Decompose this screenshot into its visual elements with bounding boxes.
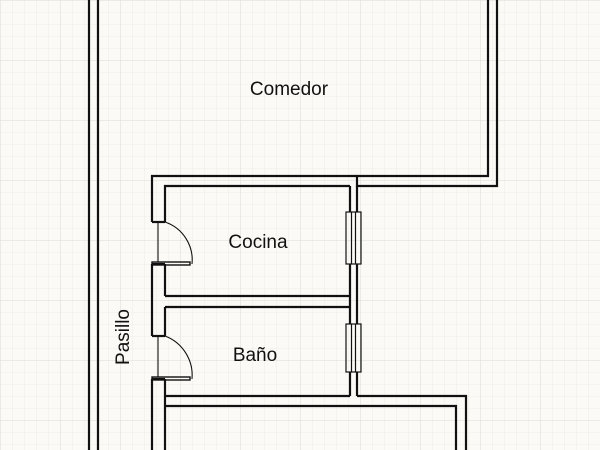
room-label-comedor: Comedor <box>250 79 329 100</box>
wall-bottom-room <box>165 394 468 450</box>
wall-comedor-right <box>355 0 499 188</box>
room-label-cocina: Cocina <box>228 232 288 253</box>
door-bano <box>151 335 193 381</box>
window-cocina <box>345 211 362 265</box>
wall-center-column <box>348 186 359 396</box>
window-bano <box>345 323 362 373</box>
wall-cocina-bano <box>165 294 350 309</box>
room-label-pasillo: Pasillo <box>113 309 134 365</box>
room-label-bano: Baño <box>233 345 277 366</box>
exterior-wall-left <box>87 0 100 450</box>
door-cocina <box>151 221 193 266</box>
